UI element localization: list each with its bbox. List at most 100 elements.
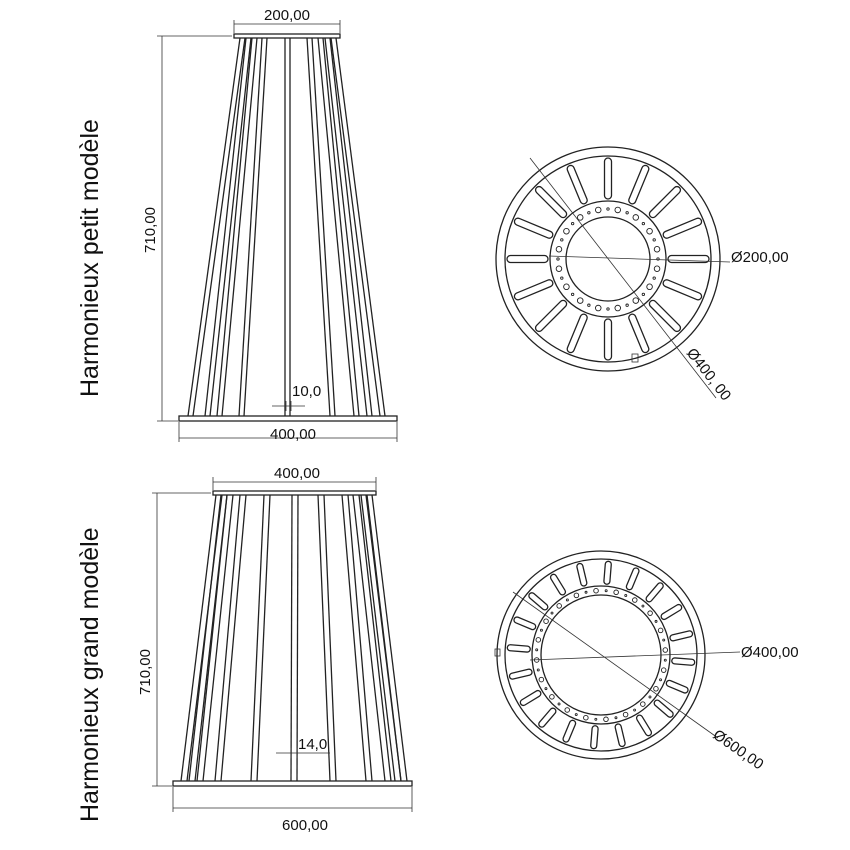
small-spoke [534,299,568,333]
large-leg-edge [323,494,337,782]
small-hub-hole [576,214,584,221]
small-spoke [513,279,554,301]
small-outer-diameter-label: Ø400, 00 [683,345,734,404]
small-hub-point [641,221,646,226]
large-height-dimension: 710,00 [137,492,211,787]
small-spoke [628,164,650,205]
small-hole-points [556,207,660,311]
large-spoke [549,573,567,596]
small-spoke [513,217,554,239]
small-spoke [662,279,703,301]
small-top-width-label: 200,00 [264,7,310,24]
small-hub-hole [646,283,653,291]
small-hub-hole [563,227,570,235]
large-spoke [645,582,664,603]
large-hub-hole [583,714,589,721]
large-spoke [665,679,689,694]
large-spoke [660,603,683,621]
small-hub-hole [555,245,563,253]
large-top-width-label: 400,00 [274,465,320,482]
small-leg-edge [306,37,331,417]
large-leg-edge [317,494,331,782]
large-hub-hole [593,587,599,594]
large-hub-point [633,708,637,712]
large-hub-point [604,589,608,593]
large-outer-diameter-label: Ø600,00 [710,726,767,773]
small-hub-point [625,303,629,307]
large-outer-ring-inner-edge [504,558,698,752]
small-hub-hole [576,297,584,304]
small-hub-hole [632,214,640,221]
large-spoke [508,668,533,680]
large-hub-hole [538,676,545,683]
small-spoke [648,185,682,219]
large-bottom-width-label: 600,00 [282,817,328,834]
large-top-plate [212,490,377,496]
large-hub-point [574,713,578,717]
large-leg-edge [188,494,222,782]
small-spoke [603,318,613,361]
large-leg-edge [296,494,299,782]
small-leg-edge [243,37,268,417]
small-hub-point [587,211,591,215]
small-spoke [603,157,613,200]
small-hub-point [625,211,629,215]
large-spoke [625,567,640,591]
large-spoke [671,657,696,666]
small-spoke [534,185,568,219]
large-bar-thickness-dimension: 14,0 [276,736,330,758]
large-bottom-width-dimension: 600,00 [172,787,413,834]
large-leg-edge [220,494,247,782]
small-bottom-width-dimension: 400,00 [178,422,398,443]
large-hub-hole [549,694,555,700]
small-leg-edge [238,37,263,417]
small-hub-hole [614,206,622,214]
large-hub-hole [653,686,659,692]
large-leg-edge [371,494,408,782]
large-hub-point [535,648,539,652]
large-hub-point [536,668,540,672]
large-outer-diameter-leader [512,591,719,739]
small-hub-point [606,207,610,211]
small-hub-point [556,257,560,261]
small-inner-diameter-label: Ø200,00 [731,249,789,266]
small-bottom-width-label: 400,00 [270,426,316,443]
large-hub-point [557,702,561,706]
small-bar-thickness-label: 10,0 [292,383,321,400]
large-hub-point [594,717,598,721]
small-top-plate [233,33,341,39]
small-leg-edge [330,37,381,417]
large-hub-point [654,619,658,623]
large-spoke [590,725,599,750]
small-top-view: Ø200,00 Ø400, 00 [495,146,789,404]
small-hub-point [570,221,575,226]
small-hub-hole [594,304,602,312]
small-leg-edge [192,37,246,417]
small-hub-hole [646,227,653,235]
small-leg-edge [209,37,252,417]
small-hub-hole [563,283,570,291]
small-hub-point [587,303,591,307]
large-leg-edge [250,494,265,782]
large-hub-point [648,695,652,699]
large-leg-edge [360,494,396,782]
small-spoke [648,299,682,333]
small-spokes [506,157,710,361]
large-hub-hole [564,707,570,713]
large-spoke [538,707,557,728]
small-hub-point [652,238,656,242]
large-hub-point [584,590,588,594]
large-leg-edge [365,494,402,782]
large-side-view: 400,00 710,00 600,00 14,0 [137,465,413,834]
small-hub-hole [594,206,602,214]
large-spoke [506,644,531,653]
small-spoke [506,254,549,264]
large-spoke [528,592,549,611]
large-hub-hole [657,627,664,634]
large-hub-point [614,716,618,720]
large-outer-ring [496,550,706,760]
small-leg-edge [335,37,386,417]
small-hub-point [641,292,646,297]
small-marking [631,353,639,363]
